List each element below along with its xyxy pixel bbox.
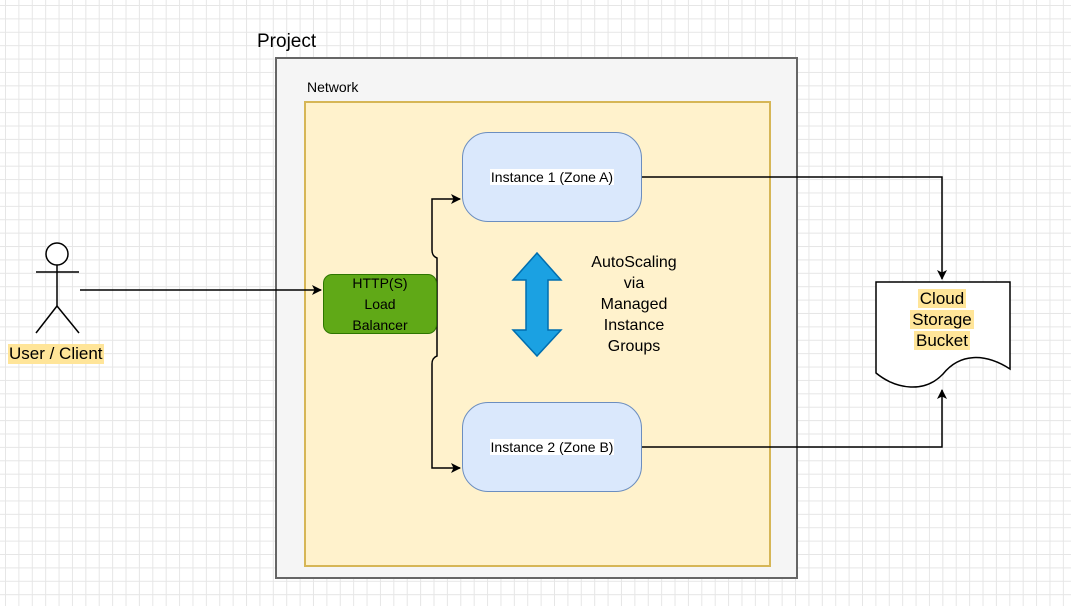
instance-2-label: Instance 2 (Zone B) — [489, 439, 615, 455]
instance2-to-bucket-connector — [642, 389, 947, 448]
bucket-label-line: Bucket — [914, 331, 970, 350]
bucket-label: Cloud Storage Bucket — [880, 288, 1004, 351]
load-balancer-label-line: Balancer — [352, 316, 408, 333]
lb-to-instance2-connector — [431, 304, 461, 473]
lb-to-instance1-connector — [431, 194, 461, 304]
bucket-label-line: Cloud — [917, 289, 967, 308]
instance-1-node[interactable]: Instance 1 (Zone A) — [462, 132, 642, 222]
load-balancer-label-line: Load — [364, 295, 396, 312]
autoscaling-label-line: Instance — [603, 317, 665, 334]
user-label: User / Client — [8, 344, 104, 364]
autoscaling-label: AutoScaling via Managed Instance Groups — [574, 252, 694, 357]
autoscaling-label-line: AutoScaling — [591, 254, 677, 271]
load-balancer-label-line: HTTP(S) — [352, 274, 408, 291]
load-balancer-node[interactable]: HTTP(S) Load Balancer — [323, 274, 437, 334]
scaling-arrow-icon — [511, 251, 563, 358]
autoscaling-label-line: Managed — [600, 296, 668, 313]
autoscaling-label-line: via — [623, 275, 645, 292]
instance1-to-bucket-connector — [642, 176, 947, 280]
project-label: Project — [257, 31, 317, 52]
autoscaling-label-line: Groups — [607, 338, 661, 355]
instance-2-node[interactable]: Instance 2 (Zone B) — [462, 402, 642, 492]
instance-1-label: Instance 1 (Zone A) — [489, 169, 615, 185]
user-icon[interactable] — [35, 242, 80, 334]
network-label: Network — [307, 79, 359, 95]
bucket-label-line: Storage — [910, 310, 974, 329]
